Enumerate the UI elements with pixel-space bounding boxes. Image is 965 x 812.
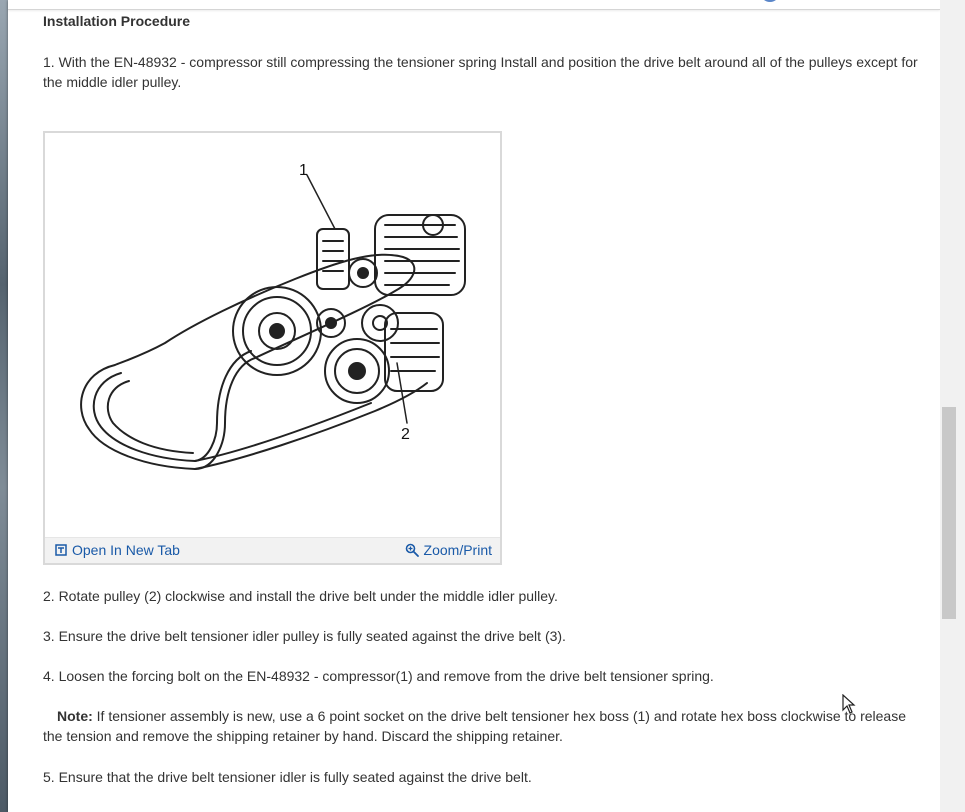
zoom-print-link[interactable]: Zoom/Print [405, 541, 492, 559]
step-5: 5. Ensure that the drive belt tensioner … [43, 769, 532, 785]
document-panel: Installation Procedure 1. With the EN-48… [8, 0, 940, 812]
note-paragraph: Note: If tensioner assembly is new, use … [43, 706, 923, 746]
note-label: Note: [57, 708, 93, 724]
step-2: 2. Rotate pulley (2) clockwise and insta… [43, 588, 558, 604]
open-in-new-tab-label: Open In New Tab [72, 542, 180, 558]
step-3: 3. Ensure the drive belt tensioner idler… [43, 628, 566, 644]
zoom-print-label: Zoom/Print [423, 542, 492, 558]
section-title: Installation Procedure [43, 13, 191, 29]
procedure-figure: 1 2 Open In New Tab Z [43, 131, 502, 565]
open-in-new-tab-link[interactable]: Open In New Tab [55, 541, 180, 559]
callout-1: 1 [299, 162, 308, 179]
drive-belt-diagram: 1 2 [80, 162, 466, 470]
note-text: If tensioner assembly is new, use a 6 po… [43, 708, 906, 744]
open-in-new-tab-icon [55, 544, 67, 556]
drive-belt [80, 253, 416, 470]
step-4: 4. Loosen the forcing bolt on the EN-489… [43, 668, 714, 684]
step-1: 1. With the EN-48932 - compressor still … [43, 54, 918, 90]
scrollbar-track[interactable] [940, 0, 965, 812]
toolbar-button-edge[interactable] [760, 0, 780, 2]
figure-toolbar: Open In New Tab Zoom/Print [45, 537, 500, 563]
magnifier-zoom-icon [405, 543, 419, 557]
top-toolbar-edge [8, 0, 940, 10]
scrollbar-thumb[interactable] [942, 407, 956, 619]
mouse-cursor-icon [842, 694, 856, 714]
background-left-edge [0, 0, 10, 812]
callout-2: 2 [401, 426, 410, 443]
